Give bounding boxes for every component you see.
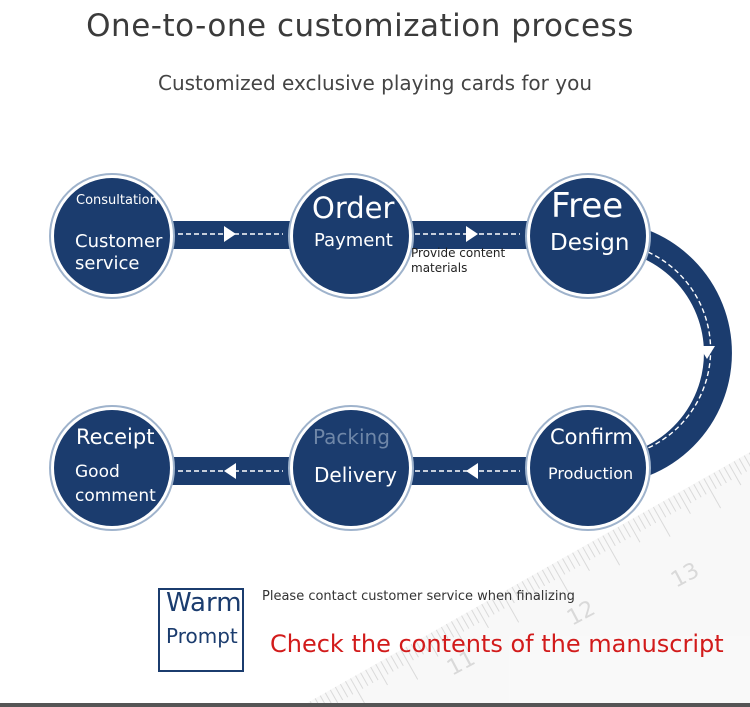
arrow-right-icon	[466, 226, 478, 242]
warm-prompt-title-line1: Warm	[166, 588, 242, 618]
step6-top-label: Receipt	[76, 425, 155, 449]
step1-main-label-line2: service	[75, 253, 140, 274]
step1-top-label: Consultation	[76, 193, 158, 208]
step4-main-label: Production	[548, 464, 634, 483]
prompt-highlight-text: Check the contents of the manuscript	[270, 630, 724, 658]
warm-prompt-title-line2: Prompt	[166, 624, 238, 648]
step2-top-label: Order	[312, 191, 395, 225]
step6-main-label-line2: comment	[75, 486, 156, 506]
step2-main-label: Payment	[314, 230, 393, 251]
page-subtitle: Customized exclusive playing cards for y…	[157, 71, 592, 95]
step4-top-label: Confirm	[550, 425, 633, 449]
step-circle-order	[288, 173, 414, 299]
arrow-right-icon	[224, 226, 236, 242]
step-circle-design	[525, 173, 651, 299]
step3-top-label: Free	[551, 186, 624, 226]
page-title: One-to-one customization process	[86, 8, 634, 44]
bottom-divider	[0, 703, 750, 707]
track-curve	[599, 221, 732, 485]
step6-main-label-line1: Good	[75, 462, 120, 482]
connector-note-line2: materials	[411, 261, 468, 275]
step-circle-receipt	[49, 405, 175, 531]
arrow-left-icon	[224, 463, 236, 479]
step1-main-label-line1: Customer	[75, 231, 163, 252]
prompt-detail-text: Please contact customer service when fin…	[262, 589, 575, 604]
step3-main-label: Design	[550, 230, 630, 256]
warm-prompt-box	[158, 588, 244, 672]
connector-note-line1: Provide content	[411, 246, 506, 260]
step5-main-label: Delivery	[314, 463, 398, 487]
step-circle-delivery	[288, 405, 414, 531]
arrow-heads	[224, 226, 715, 479]
step-circle-consultation	[49, 173, 175, 299]
arrow-left-icon	[466, 463, 478, 479]
ruler-decoration: 11 12 13	[300, 452, 750, 707]
step-circle-production	[525, 405, 651, 531]
step5-top-label: Packing	[313, 425, 390, 449]
step-circles	[49, 173, 651, 531]
arrow-down-icon	[699, 346, 715, 359]
